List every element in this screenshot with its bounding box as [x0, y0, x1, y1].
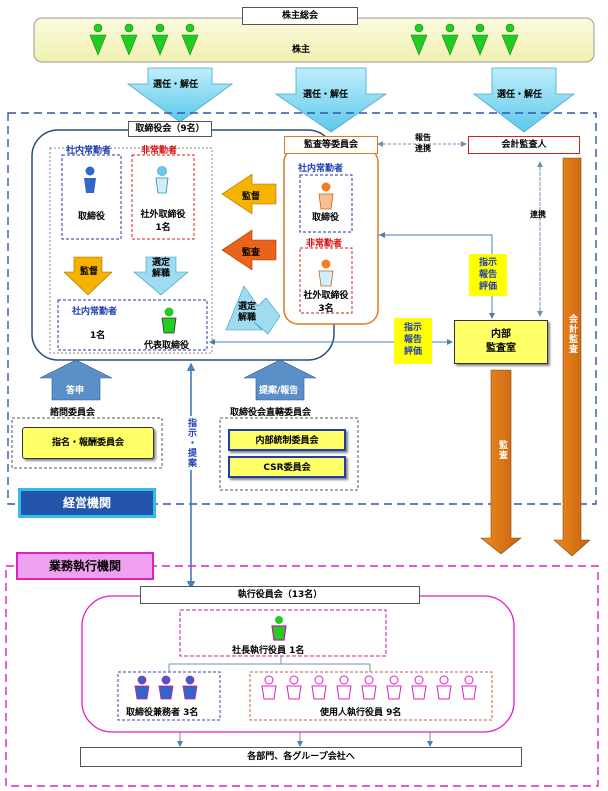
board-inside-label: 社内常勤者 [66, 146, 112, 156]
board-supervise-label: 監督 [80, 267, 99, 277]
instruct-propose-label: 指示・提案 [185, 416, 198, 470]
board-outside-label: 非常勤者 [141, 146, 178, 156]
audit-appoint-arrow [225, 285, 281, 335]
auditor-renkei-label: 連携 [530, 210, 546, 219]
audit-inside-label: 社内常勤者 [298, 164, 344, 174]
board-appoint-label: 選定解職 [151, 258, 170, 279]
internal-instruct-label-1: 指示報告評価 [469, 254, 507, 296]
answer-label: 答申 [66, 386, 85, 396]
audit-director-person-icon [318, 182, 334, 210]
president-label: 社長執行役員 1名 [232, 646, 305, 656]
advisory-title: 諮問委員会 [50, 408, 96, 418]
concurrent-person-icons [134, 675, 198, 700]
auditor-report-label: 報告連携 [415, 133, 431, 153]
departments-box: 各部門、各グループ会社へ [80, 747, 522, 767]
internal-audit-down-arrow [480, 369, 522, 555]
csr-committee: CSR委員会 [228, 456, 346, 478]
board-title: 取締役会（9名） [128, 121, 212, 137]
internal-audit-box: 内部監査室 [454, 320, 548, 364]
management-boundary [7, 112, 597, 505]
board-rep-count: 1名 [90, 331, 106, 341]
elect-label-3: 選任・解任 [497, 90, 543, 100]
shareholders-label: 株主 [292, 45, 311, 55]
employee-label: 使用人執行役員 9名 [320, 708, 402, 718]
board-director-label: 取締役 [78, 212, 106, 222]
president-person-icon [271, 616, 287, 641]
employee-person-icons [261, 675, 477, 700]
auditor-vertical-label: 会計監査 [567, 314, 577, 354]
propose-report-label: 提案/報告 [259, 386, 299, 396]
audit-director-label: 取締役 [312, 213, 340, 223]
propose-up-arrow [243, 359, 317, 401]
internal-audit-down-label: 監査 [497, 440, 507, 460]
director-person-icon [84, 166, 96, 193]
audit-arrow-label: 監査 [242, 248, 261, 258]
direct-committee-title: 取締役会直轄委員会 [230, 408, 312, 418]
execution-boundary [5, 565, 599, 787]
outside-director-person-icon [155, 166, 169, 194]
internal-instruct-label-2: 指示報告評価 [394, 318, 432, 364]
audit-outside-person-icon [318, 259, 334, 287]
execution-committee-title: 執行役員会（13名） [140, 586, 420, 604]
elect-arrows [126, 67, 576, 133]
advisory-member-box: 指名・報酬委員会 [22, 427, 154, 459]
answer-up-arrow [39, 359, 113, 401]
supervise-arrow-label: 監督 [242, 192, 261, 202]
rep-director-person-icon [161, 307, 177, 334]
audit-arrow [221, 229, 277, 271]
audit-committee-title: 監査等委員会 [284, 136, 378, 154]
board-rep-inside-label: 社内常勤者 [72, 307, 118, 317]
board-appoint-down-arrow [133, 256, 189, 296]
board-supervise-down-arrow [63, 256, 113, 296]
shareholders-meeting-label: 株主総会 [242, 7, 358, 25]
supervise-arrow [221, 173, 277, 215]
rep-director-label: 代表取締役 [144, 341, 190, 351]
internal-control-committee: 内部統制委員会 [228, 429, 346, 451]
auditor-down-arrow [553, 157, 591, 557]
concurrent-label: 取締役兼務者 3名 [126, 708, 199, 718]
shareholder-icons [89, 23, 519, 56]
elect-label-2: 選任・解任 [303, 90, 349, 100]
management-label: 経営機関 [18, 488, 156, 518]
auditor-title: 会計監査人 [468, 136, 580, 154]
execution-label: 業務執行機関 [16, 552, 154, 580]
audit-appoint-label: 選定解職 [237, 302, 256, 323]
elect-label-1: 選任・解任 [153, 80, 199, 90]
audit-outside-label: 非常勤者 [306, 239, 343, 249]
